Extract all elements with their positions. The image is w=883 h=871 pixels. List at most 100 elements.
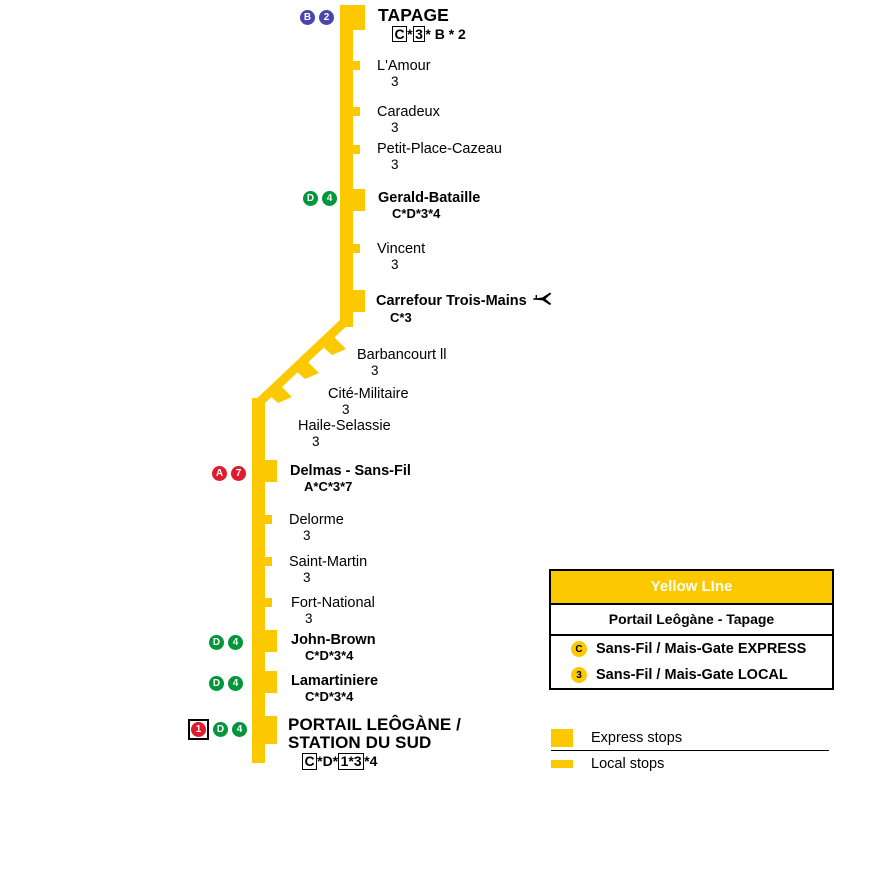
station-name: Vincent	[377, 241, 426, 257]
station-john-brown[interactable]: John-Brown C*D*3*4	[291, 632, 376, 664]
connection-badge-4[interactable]: 4	[228, 676, 243, 691]
connection-badge-2[interactable]: 2	[319, 10, 334, 25]
stop-stub-petit-place-cazeau	[340, 145, 360, 154]
station-vincent[interactable]: Vincent 3	[377, 241, 426, 273]
station-services: 3	[303, 528, 311, 544]
local-stop-swatch-wrap	[551, 759, 591, 768]
station-caradeux[interactable]: Caradeux 3	[377, 104, 440, 136]
station-name: Saint-Martin	[289, 554, 368, 570]
station-services: 3	[391, 74, 399, 90]
connection-badge-4[interactable]: 4	[322, 191, 337, 206]
legend-route-label: Portail Leôgàne - Tapage	[551, 605, 832, 636]
station-name: TAPAGE	[378, 5, 449, 25]
stop-stub-fort-national	[252, 598, 272, 607]
station-name: Fort-National	[291, 595, 375, 611]
station-name: Carrefour Trois-Mains	[376, 293, 527, 309]
service-badge-3-icon: 3	[571, 667, 587, 683]
station-gerald-bataille[interactable]: Gerald-Bataille C*D*3*4	[378, 190, 480, 222]
service-box-1-3: 1*3	[338, 753, 365, 770]
local-stop-swatch	[551, 759, 573, 768]
station-fort-national[interactable]: Fort-National 3	[291, 595, 375, 627]
legend-service-express: C Sans-Fil / Mais-Gate EXPRESS	[551, 636, 832, 662]
station-carrefour-trois-mains[interactable]: Carrefour Trois-Mains C*3	[376, 292, 552, 326]
stop-stub-barbancourt-ii	[322, 336, 346, 355]
express-stop-swatch-wrap	[551, 728, 591, 747]
station-petit-place-cazeau[interactable]: Petit-Place-Cazeau 3	[377, 141, 502, 173]
station-services: 3	[305, 611, 313, 627]
station-name: Barbancourt ll	[357, 347, 447, 363]
local-stops-label: Local stops	[591, 755, 665, 772]
station-name: Delorme	[289, 512, 344, 528]
stop-block-john-brown	[252, 630, 277, 652]
station-portail-leogane[interactable]: PORTAIL LEÔGÀNE / STATION DU SUD C*D*1*3…	[288, 715, 461, 770]
station-services: C*D*3*4	[305, 648, 354, 664]
station-services: 3	[303, 570, 311, 586]
service-rest: *4	[364, 753, 378, 770]
station-delorme[interactable]: Delorme 3	[289, 512, 344, 544]
station-barbancourt-ii[interactable]: Barbancourt ll 3	[357, 347, 447, 379]
connection-badge-D[interactable]: D	[303, 191, 318, 206]
connection-badge-4[interactable]: 4	[228, 635, 243, 650]
station-delmas-sans-fil[interactable]: Delmas - Sans-Fil A*C*3*7	[290, 463, 411, 495]
connection-badge-4[interactable]: 4	[232, 722, 247, 737]
station-name: L'Amour	[377, 58, 431, 74]
stop-block-tapage	[340, 5, 365, 30]
stop-block-portail-leogane	[252, 716, 277, 744]
connection-badge-D[interactable]: D	[209, 676, 224, 691]
airplane-icon	[532, 292, 552, 310]
station-services: C*D*3*4	[392, 206, 441, 222]
line-legend: Yellow LIne Portail Leôgàne - Tapage C S…	[549, 569, 834, 690]
stop-block-carrefour-trois-mains	[340, 290, 365, 312]
station-services: C*D*3*4	[305, 689, 354, 705]
legend-express-stops-row: Express stops	[551, 725, 831, 750]
station-name-line2: STATION DU SUD	[288, 733, 432, 753]
station-cite-militaire[interactable]: Cité-Militaire 3	[328, 386, 409, 418]
stop-stub-delorme	[252, 515, 272, 524]
station-services: C*3* B * 2	[378, 25, 466, 43]
station-saint-martin[interactable]: Saint-Martin 3	[289, 554, 368, 586]
service-sep: *	[407, 25, 413, 42]
station-tapage[interactable]: TAPAGE C*3* B * 2	[378, 5, 466, 43]
connections-gerald-bataille: D 4	[303, 191, 337, 206]
stop-stub-cite-militaire	[295, 360, 319, 379]
stop-block-delmas-sans-fil	[252, 460, 277, 482]
service-rest: * B * 2	[425, 25, 466, 42]
station-name: Delmas - Sans-Fil	[290, 463, 411, 479]
stop-stub-vincent	[340, 244, 360, 253]
connection-badge-1: 1	[191, 722, 206, 737]
connections-lamartiniere: D 4	[209, 676, 243, 691]
station-services: 3	[371, 363, 379, 379]
service-box-3: 3	[412, 25, 426, 43]
connections-portail-leogane: 1 D 4	[188, 719, 247, 740]
stop-type-legend: Express stops Local stops	[551, 725, 831, 776]
legend-service-local: 3 Sans-Fil / Mais-Gate LOCAL	[551, 662, 832, 688]
station-services: C*D*1*3*4	[288, 753, 461, 770]
service-sep: *D*	[317, 753, 339, 770]
station-services: 3	[312, 434, 320, 450]
connection-badge-1-boxed[interactable]: 1	[188, 719, 209, 740]
station-name: Lamartiniere	[291, 673, 379, 689]
connection-badge-B[interactable]: B	[300, 10, 315, 25]
station-haile-selassie[interactable]: Haile-Selassie 3	[298, 418, 391, 450]
legend-divider	[551, 750, 829, 751]
stop-stub-lamour	[340, 61, 360, 70]
station-name-line1: PORTAIL LEÔGÀNE /	[288, 715, 461, 734]
station-name-row: Carrefour Trois-Mains	[376, 292, 552, 310]
connections-john-brown: D 4	[209, 635, 243, 650]
connection-badge-A[interactable]: A	[212, 466, 227, 481]
station-lamartiniere[interactable]: Lamartiniere C*D*3*4	[291, 673, 379, 705]
connection-badge-D[interactable]: D	[213, 722, 228, 737]
station-services: C*3	[390, 310, 412, 326]
legend-line-title: Yellow LIne	[551, 571, 832, 605]
station-lamour[interactable]: L'Amour 3	[377, 58, 431, 90]
station-services: 3	[342, 402, 350, 418]
connection-badge-D[interactable]: D	[209, 635, 224, 650]
trunk-lower	[252, 398, 265, 763]
stop-stub-haile-selassie	[268, 384, 292, 403]
legend-service-express-label: Sans-Fil / Mais-Gate EXPRESS	[596, 641, 807, 657]
express-stop-swatch	[551, 728, 573, 747]
express-stops-label: Express stops	[591, 729, 683, 746]
trunk-upper	[340, 5, 353, 327]
connection-badge-7[interactable]: 7	[231, 466, 246, 481]
